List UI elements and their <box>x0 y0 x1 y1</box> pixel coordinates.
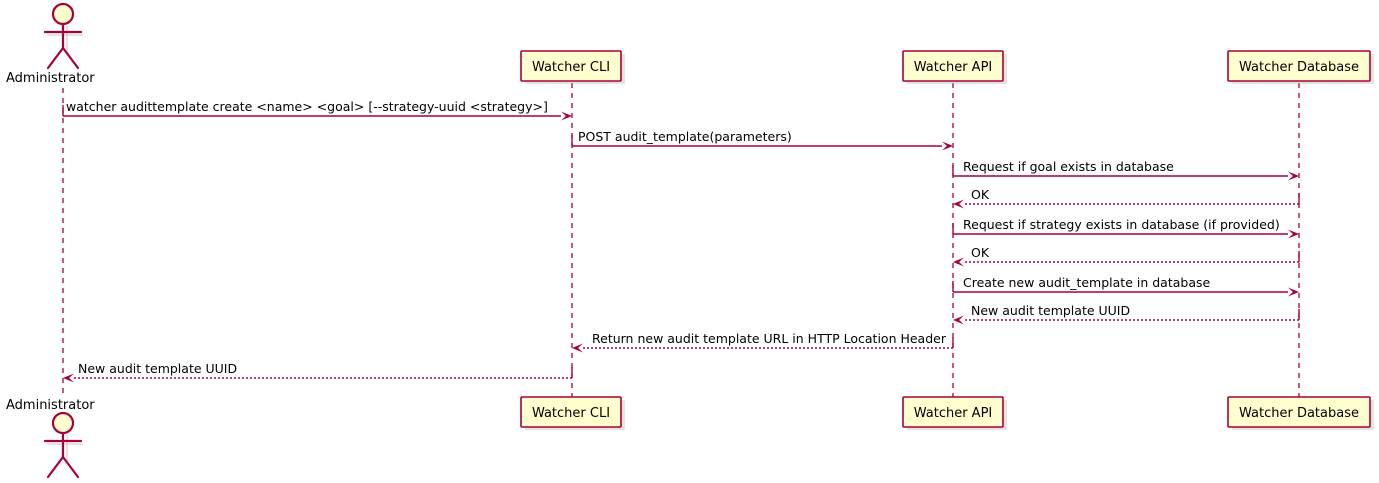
message-7[interactable]: Create new audit_template in database <box>952 275 1299 297</box>
participant-watcher-database-top[interactable]: Watcher Database <box>1227 50 1374 84</box>
message-label: Request if strategy exists in database (… <box>963 217 1280 232</box>
messages-layer: watcher audittemplate create <name> <goa… <box>62 99 1300 383</box>
arrowhead-icon <box>942 141 953 151</box>
message-label: Return new audit template URL in HTTP Lo… <box>592 331 947 346</box>
arrowhead-icon <box>1288 229 1299 239</box>
actor-leg-right-line-bottom <box>61 455 80 479</box>
participant-box <box>520 50 622 82</box>
actor-label-administrator-top: Administrator <box>6 71 95 86</box>
participant-label-watcher-cli-bottom: Watcher CLI <box>532 406 610 421</box>
participant-label-watcher-database-bottom: Watcher Database <box>1239 406 1359 421</box>
participant-box <box>1227 50 1371 82</box>
actor-leg-left-line-bottom <box>46 455 65 479</box>
message-3[interactable]: Request if goal exists in database <box>952 159 1299 181</box>
participant-watcher-database-bottom[interactable]: Watcher Database <box>1227 396 1374 430</box>
actor-label-administrator-bottom: Administrator <box>6 398 95 413</box>
actor-head-icon-bottom <box>51 411 75 435</box>
arrowhead-icon <box>953 199 964 209</box>
participant-box <box>902 50 1004 82</box>
arrowhead-icon <box>63 373 74 383</box>
message-label: POST audit_template(parameters) <box>578 129 792 144</box>
message-label: watcher audittemplate create <name> <goa… <box>66 99 548 114</box>
arrowhead-icon <box>953 257 964 267</box>
arrowhead-icon <box>1288 287 1299 297</box>
participant-label-watcher-database-top: Watcher Database <box>1239 60 1359 75</box>
message-label: New audit template UUID <box>971 303 1130 318</box>
message-6[interactable]: OK <box>953 245 1300 267</box>
arrowhead-icon <box>572 343 583 353</box>
message-4[interactable]: OK <box>953 187 1300 209</box>
arrowhead-icon <box>561 111 572 121</box>
actor-shadow-bottom <box>46 434 84 463</box>
actor-administrator-top[interactable]: Administrator <box>6 2 95 86</box>
message-label: OK <box>971 245 990 260</box>
message-label: Request if goal exists in database <box>963 159 1174 174</box>
message-1[interactable]: watcher audittemplate create <name> <goa… <box>62 99 572 121</box>
participant-box <box>902 396 1004 428</box>
message-10[interactable]: New audit template UUID <box>63 361 573 383</box>
participant-label-watcher-api-bottom: Watcher API <box>914 406 993 421</box>
message-label: Create new audit_template in database <box>963 275 1210 290</box>
message-8[interactable]: New audit template UUID <box>953 303 1300 325</box>
message-5[interactable]: Request if strategy exists in database (… <box>952 217 1299 239</box>
participant-watcher-api-top[interactable]: Watcher API <box>902 50 1007 84</box>
message-9[interactable]: Return new audit template URL in HTTP Lo… <box>572 331 954 353</box>
message-label: OK <box>971 187 990 202</box>
participant-label-watcher-api-top: Watcher API <box>914 60 993 75</box>
actor-shadow-top <box>46 25 84 54</box>
actor-administrator-bottom[interactable]: Administrator <box>6 398 95 479</box>
actor-head-icon <box>51 2 75 26</box>
message-2[interactable]: POST audit_template(parameters) <box>571 129 953 151</box>
participant-box <box>520 396 622 428</box>
participant-watcher-api-bottom[interactable]: Watcher API <box>902 396 1007 430</box>
participant-label-watcher-cli-top: Watcher CLI <box>532 60 610 75</box>
actor-leg-right-line <box>61 46 80 70</box>
participant-watcher-cli-top[interactable]: Watcher CLI <box>520 50 625 84</box>
actor-leg-left-line <box>46 46 65 70</box>
participant-box <box>1227 396 1371 428</box>
participant-watcher-cli-bottom[interactable]: Watcher CLI <box>520 396 625 430</box>
arrowhead-icon <box>953 315 964 325</box>
message-label: New audit template UUID <box>78 361 237 376</box>
arrowhead-icon <box>1288 171 1299 181</box>
